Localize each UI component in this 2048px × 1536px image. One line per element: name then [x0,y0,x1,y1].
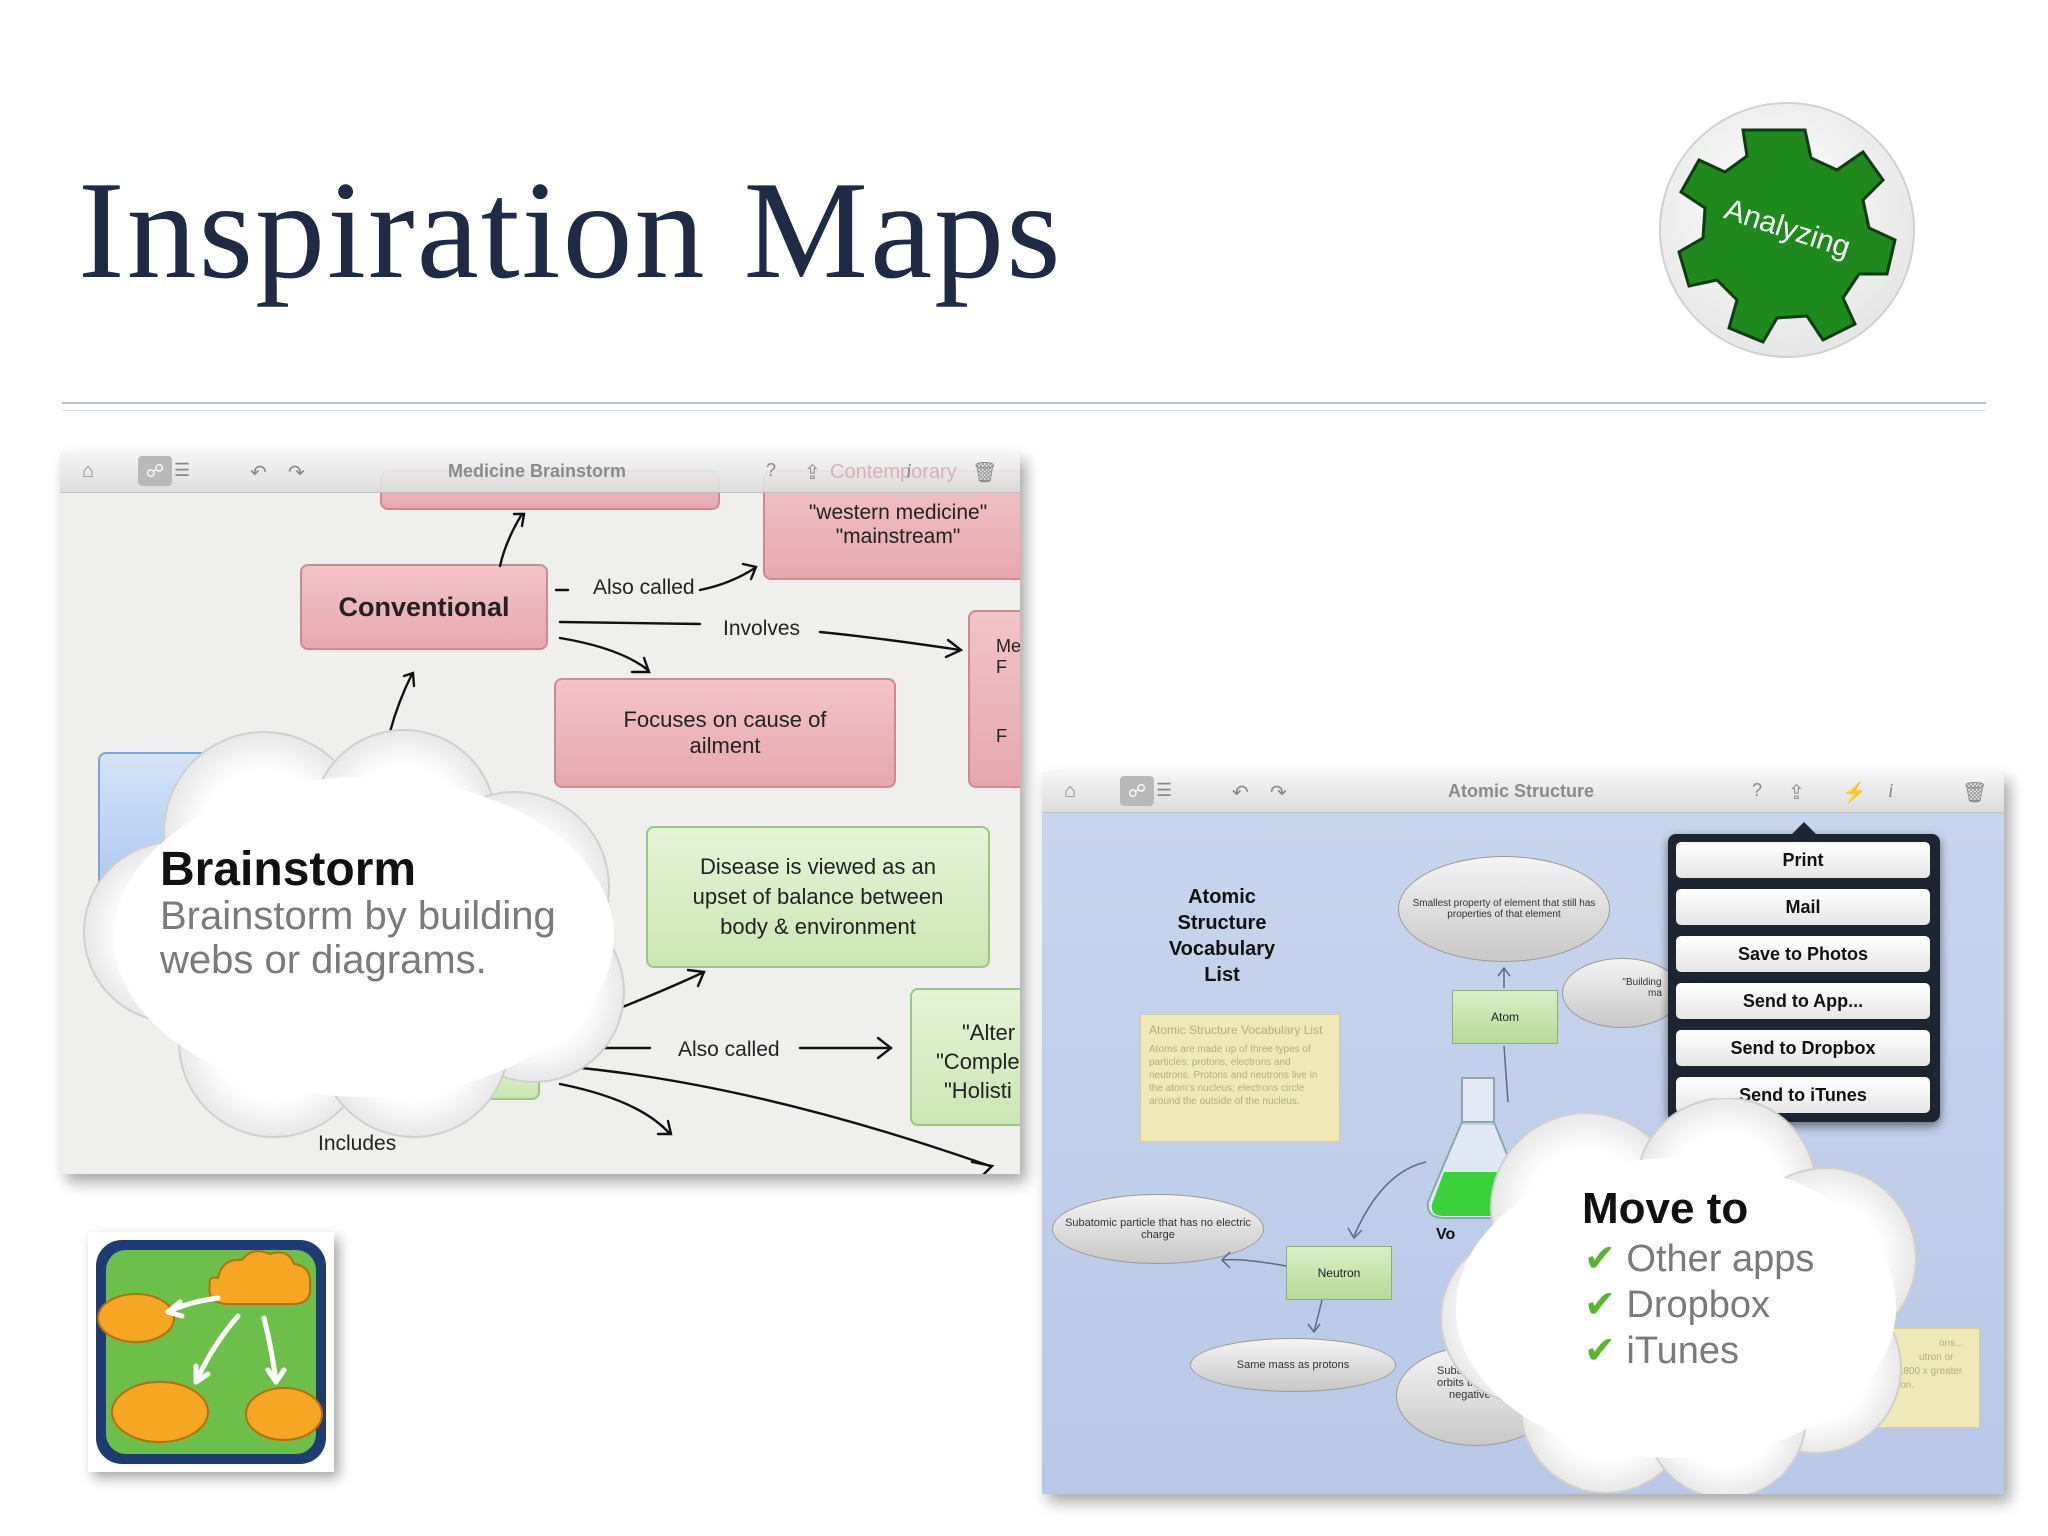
node-text: "Alter [962,1020,1016,1045]
note-title: Atomic Structure Vocabulary List [1149,1023,1323,1037]
move-to-item-label: Dropbox [1626,1284,1771,1326]
check-icon: ✔ [1584,1330,1616,1372]
atomic-structure-screenshot: ⌂ ☍ ☰ ↶ ↷ Atomic Structure ? ⇪ ⚡ i 🗑 Ato… [1042,772,2004,1494]
map-node-focuses[interactable]: Focuses on cause of ailment [554,678,896,788]
map-node-partial[interactable]: Me F F [968,610,1020,788]
diagram-view-icon[interactable]: ☍ [138,456,172,486]
menu-item-mail[interactable]: Mail [1676,889,1930,925]
map-node-neutron[interactable]: Neutron [1286,1246,1392,1300]
move-to-item: ✔ iTunes [1584,1328,1739,1373]
same-mass-oval[interactable]: Same mass as protons [1190,1338,1396,1392]
brainstorm-screenshot: "western medicine" "mainstream" ⌂ ☍ ☰ ↶ … [60,452,1020,1174]
help-icon[interactable]: ? [766,460,777,480]
title-rule-lower [62,410,1986,411]
outline-view-icon[interactable]: ☰ [1156,780,1173,800]
node-text: "mainstream" [835,525,961,548]
building-oval[interactable]: "Building ma [1562,958,1682,1028]
title-rule [62,402,1986,404]
check-icon: ✔ [1584,1238,1616,1280]
note-body: Atoms are made up of three types of part… [1149,1044,1318,1107]
diagram-view-icon[interactable]: ☍ [1120,776,1154,806]
node-text: F [996,657,1007,677]
trash-icon[interactable]: 🗑 [972,462,998,484]
mind-map-icon [96,1240,326,1464]
trash-icon[interactable]: 🗑 [1962,782,1988,804]
redo-icon[interactable]: ↷ [1270,782,1287,804]
node-text: F [996,726,1007,746]
home-icon[interactable]: ⌂ [82,460,95,482]
map-links [388,512,995,1174]
link-label-also-called: Also called [593,576,695,599]
link-label-also-called: Also called [678,1038,780,1061]
faint-node-title: Contemporary [830,461,957,483]
vocabulary-list-title: Atomic Structure Vocabulary List [1168,886,1276,986]
vocabulary-note[interactable]: Atomic Structure Vocabulary List Atoms a… [1140,1014,1340,1142]
share-icon[interactable]: ⇪ [804,462,821,484]
note-text: ctron. [1889,1380,1915,1391]
share-menu-popover: Print Mail Save to Photos Send to App...… [1668,822,1940,1122]
note-text: ons... [1939,1338,1964,1349]
map-node-conventional[interactable]: Conventional [300,564,548,650]
home-icon[interactable]: ⌂ [1064,780,1077,802]
inspiration-maps-app-icon [88,1232,334,1472]
info-icon[interactable]: i [906,460,912,482]
map-links [1220,966,1511,1334]
menu-item-send-to-dropbox[interactable]: Send to Dropbox [1676,1030,1930,1066]
node-text: Conventional [338,591,510,622]
callout-body: webs or diagrams. [160,938,487,982]
check-icon: ✔ [1584,1284,1616,1326]
outline-view-icon[interactable]: ☰ [174,460,191,480]
menu-item-save-to-photos[interactable]: Save to Photos [1676,936,1930,972]
node-text: "Holisti [944,1078,1012,1103]
lightning-icon[interactable]: ⚡ [1842,782,1867,804]
move-to-heading: Move to [1582,1184,1749,1233]
node-text: Focuses on cause of ailment [623,707,827,758]
menu-item-print[interactable]: Print [1676,842,1930,878]
redo-icon[interactable]: ↷ [288,462,305,484]
node-text: "western medicine" [808,501,988,524]
link-label-includes: Includes [318,1132,397,1155]
node-text: Me [996,636,1020,656]
map-node-disease[interactable]: Disease is viewed as an upset of balance… [646,826,990,968]
move-to-item: ✔ Dropbox [1584,1282,1770,1327]
note-text: utron or [1919,1352,1954,1363]
menu-item-send-to-app[interactable]: Send to App... [1676,983,1930,1019]
map-toolbar: ⌂ ☍ ☰ ↶ ↷ Atomic Structure ? ⇪ ⚡ i 🗑 [1042,772,2004,813]
undo-icon[interactable]: ↶ [250,462,267,484]
map-toolbar: ⌂ ☍ ☰ ↶ ↷ Medicine Brainstorm ? ⇪ Contem… [60,452,1020,493]
callout-heading: Brainstorm [160,843,417,896]
popover-arrow [1792,822,1816,834]
slide-title: Inspiration Maps [78,153,1063,308]
note-text: 1,800 x greater [1895,1366,1963,1377]
info-icon[interactable]: i [1888,780,1894,802]
help-icon[interactable]: ? [1752,780,1763,800]
node-text: Disease is viewed as an upset of balance… [692,854,944,939]
analyzing-badge: Analyzing [1650,95,1925,365]
share-icon[interactable]: ⇪ [1788,782,1805,804]
move-to-item-label: Other apps [1626,1238,1815,1280]
map-node-alternative[interactable]: "Alter "Comple "Holisti [910,988,1020,1126]
vo-label: Vo [1436,1226,1456,1243]
undo-icon[interactable]: ↶ [1232,782,1249,804]
callout-body: Brainstorm by building [160,894,556,938]
gear-icon: Analyzing [1659,102,1915,358]
oval-text: "Building [1622,977,1662,988]
brainstorm-callout-cloud [83,729,625,1138]
atom-definition-oval[interactable]: Smallest property of element that still … [1398,856,1610,962]
map-node-atom[interactable]: Atom [1452,990,1558,1044]
node-text: "Comple [936,1049,1020,1074]
move-to-item-label: iTunes [1626,1330,1740,1372]
move-to-item: ✔ Other apps [1584,1236,1814,1281]
move-to-callout-cloud [1440,1098,1917,1494]
document-title: Medicine Brainstorm [448,461,627,481]
oval-text: ma [1648,988,1662,999]
document-title: Atomic Structure [1448,781,1595,801]
link-label-involves: Involves [723,617,801,640]
